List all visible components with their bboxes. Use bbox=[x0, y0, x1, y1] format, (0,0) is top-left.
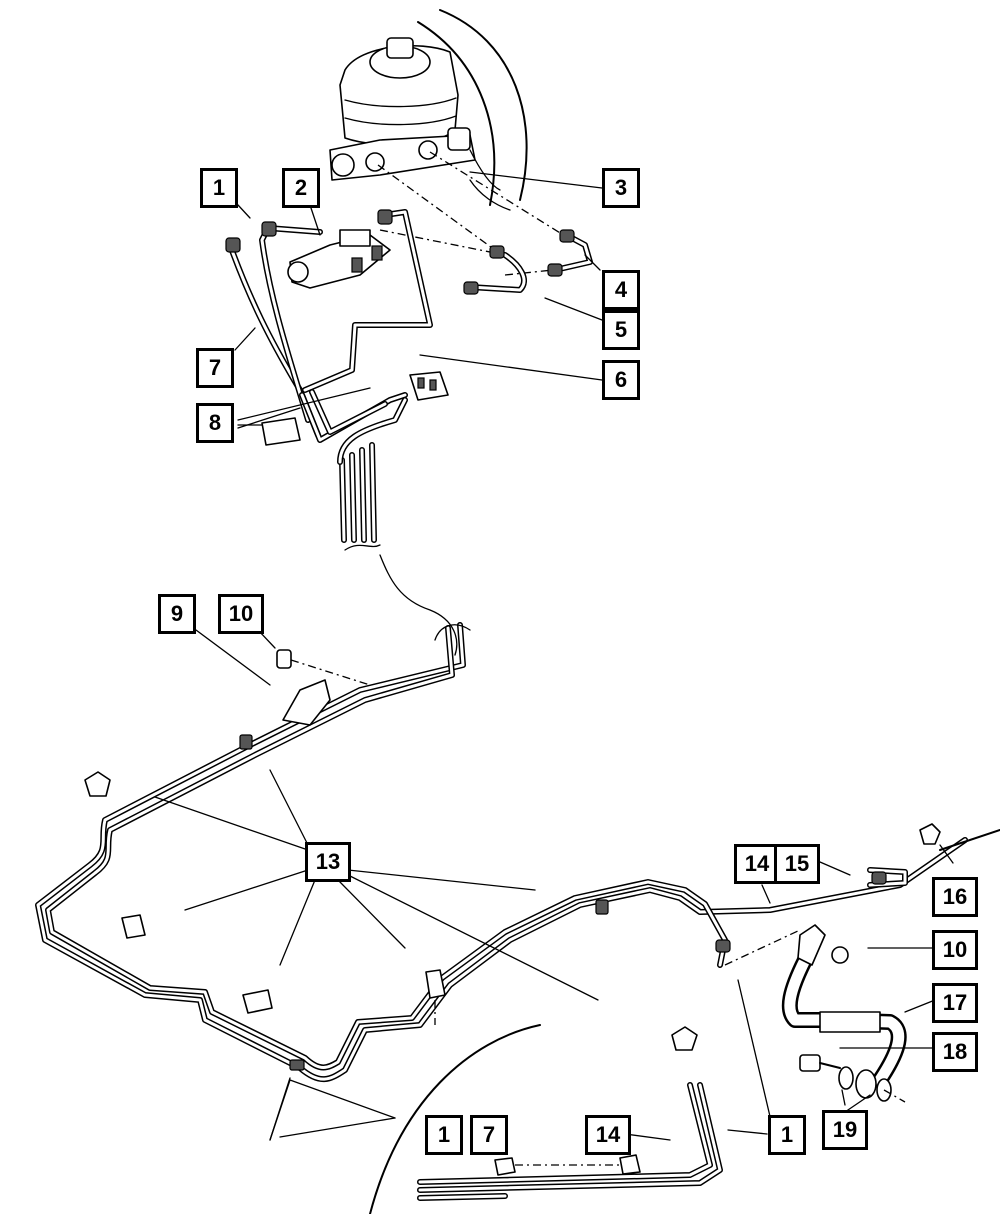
callout-6: 6 bbox=[602, 360, 640, 400]
callout-1-rear: 1 bbox=[768, 1115, 806, 1155]
front-brake-tubes bbox=[225, 209, 433, 551]
callout-8: 8 bbox=[196, 403, 234, 443]
callout-14: 14 bbox=[734, 844, 780, 884]
proportioning-valve bbox=[287, 229, 391, 289]
brake-booster bbox=[417, 9, 528, 211]
callout-1: 1 bbox=[200, 168, 238, 208]
callout-19: 19 bbox=[822, 1110, 868, 1150]
callout-1-inset: 1 bbox=[425, 1115, 463, 1155]
callout-9: 9 bbox=[158, 594, 196, 634]
callout-17: 17 bbox=[932, 983, 978, 1023]
callout-10: 10 bbox=[218, 594, 264, 634]
callout-2: 2 bbox=[282, 168, 320, 208]
leader-lines bbox=[154, 171, 954, 1141]
inset-detail bbox=[369, 1024, 723, 1214]
callout-7-inset: 7 bbox=[470, 1115, 508, 1155]
callout-13: 13 bbox=[305, 842, 351, 882]
callout-10-rear: 10 bbox=[932, 930, 978, 970]
rear-brake-fittings bbox=[463, 229, 593, 295]
callout-15: 15 bbox=[774, 844, 820, 884]
callout-7: 7 bbox=[196, 348, 234, 388]
master-cylinder bbox=[329, 37, 501, 191]
callout-4: 4 bbox=[602, 270, 640, 310]
tube-clips bbox=[261, 371, 449, 446]
frame-bracket bbox=[276, 649, 371, 726]
callout-18: 18 bbox=[932, 1032, 978, 1072]
callout-16: 16 bbox=[932, 877, 978, 917]
callout-3: 3 bbox=[602, 168, 640, 208]
callout-14-inset: 14 bbox=[585, 1115, 631, 1155]
callout-5: 5 bbox=[602, 310, 640, 350]
underbody-clips bbox=[84, 771, 941, 1051]
rear-brake-hose bbox=[781, 829, 1000, 1103]
underbody-brake-tubes bbox=[35, 622, 968, 1083]
